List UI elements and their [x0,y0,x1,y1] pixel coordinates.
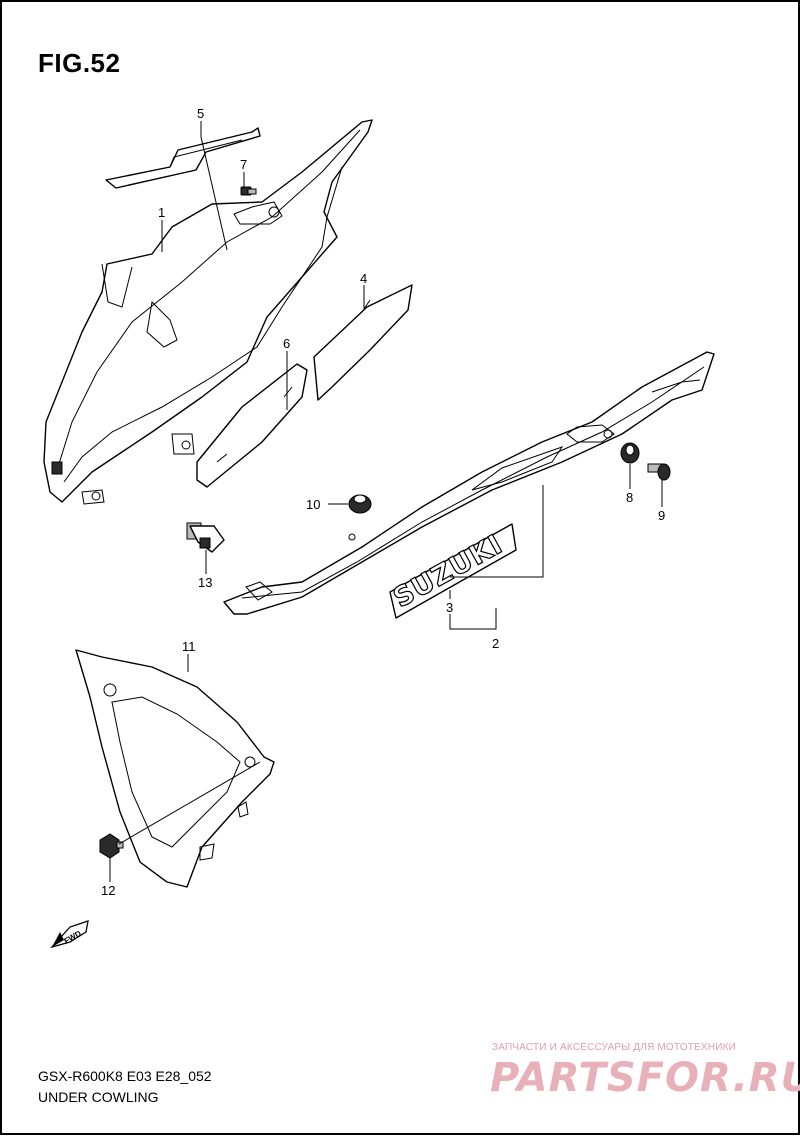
watermark-logo: PARTSFOR.RU [490,1055,800,1101]
part-9-bolt[interactable] [647,463,671,481]
part-12-screw[interactable] [99,833,124,859]
part-13-clip[interactable] [186,522,225,553]
part-7-screw[interactable] [240,186,257,196]
part-8-grommet[interactable] [620,442,640,464]
leader-lines [109,121,663,882]
callout-6: 6 [283,336,290,351]
callout-1: 1 [158,205,165,220]
callout-11: 11 [182,639,196,654]
part-11-lower-panel[interactable] [75,649,275,888]
part-2-under-cowling[interactable] [223,351,715,615]
part-4-panel[interactable] [313,284,413,401]
callout-9: 9 [658,508,665,523]
callout-12: 12 [101,883,115,898]
callout-7: 7 [240,157,247,172]
figure-title: FIG.52 [38,48,121,78]
part-6-panel[interactable] [196,363,308,488]
model-code: GSX-R600K8 E03 E28_052 [38,1068,212,1084]
callout-8: 8 [626,490,633,505]
part-1-side-cowling[interactable] [43,119,373,505]
callout-3: 3 [446,600,453,615]
fwd-arrow-icon: FWD [50,920,89,949]
callout-5: 5 [197,106,204,121]
callout-labels: 5 7 1 4 6 8 9 10 13 3 2 11 12 [101,106,665,898]
callout-2: 2 [492,636,499,651]
callout-13: 13 [198,575,212,590]
section-name: UNDER COWLING [38,1089,159,1105]
watermark-tagline: ЗАПЧАСТИ И АКСЕССУАРЫ ДЛЯ МОТОТЕХНИКИ [492,1042,737,1053]
part-5-bracket[interactable] [105,127,261,189]
part-10-grommet[interactable] [348,494,372,514]
callout-10: 10 [306,497,320,512]
callout-4: 4 [360,271,367,286]
